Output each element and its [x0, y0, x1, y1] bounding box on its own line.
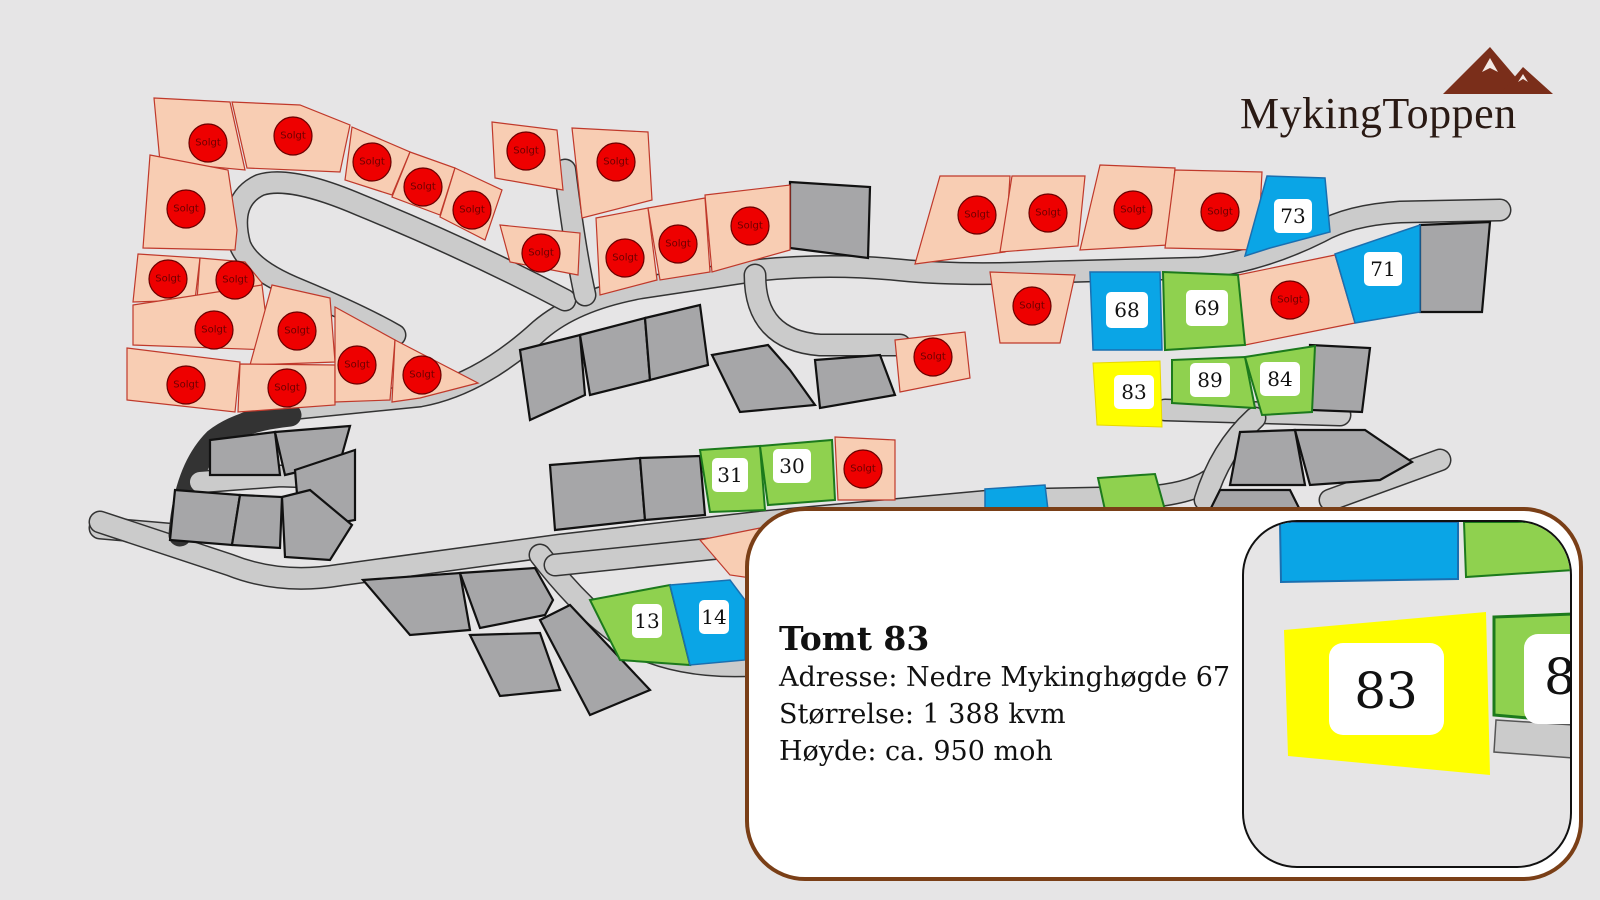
- svg-text:Solgt: Solgt: [850, 464, 876, 475]
- sold-marker: Solgt: [148, 259, 188, 299]
- svg-text:Solgt: Solgt: [1035, 208, 1061, 219]
- svg-text:Solgt: Solgt: [222, 275, 248, 286]
- sold-marker: Solgt: [352, 142, 392, 182]
- svg-text:Solgt: Solgt: [737, 221, 763, 232]
- svg-text:Solgt: Solgt: [612, 253, 638, 264]
- sold-marker: Solgt: [188, 123, 228, 163]
- sold-markers: Solgt Solgt Solgt Solgt Solgt Solgt Solg…: [148, 116, 1310, 489]
- plot-zoom-inset: 83 8: [1242, 520, 1572, 868]
- svg-text:68: 68: [1114, 298, 1139, 322]
- sold-marker: Solgt: [166, 189, 206, 229]
- svg-text:84: 84: [1267, 367, 1292, 391]
- plot-elevation: Høyde: ca. 950 moh: [779, 736, 1053, 767]
- svg-text:89: 89: [1197, 368, 1222, 392]
- svg-text:Solgt: Solgt: [459, 205, 485, 216]
- svg-text:Solgt: Solgt: [359, 157, 385, 168]
- plot-69[interactable]: 69: [1186, 290, 1228, 326]
- svg-text:Solgt: Solgt: [195, 138, 221, 149]
- svg-text:Solgt: Solgt: [528, 248, 554, 259]
- plot-title: Tomt 83: [779, 619, 930, 658]
- sold-marker: Solgt: [452, 190, 492, 230]
- sold-marker: Solgt: [658, 224, 698, 264]
- sold-marker: Solgt: [730, 206, 770, 246]
- sold-marker: Solgt: [957, 195, 997, 235]
- plot-84[interactable]: 84: [1260, 362, 1300, 396]
- svg-text:Solgt: Solgt: [155, 274, 181, 285]
- plot-83[interactable]: 83: [1114, 375, 1154, 409]
- sold-marker: Solgt: [1028, 193, 1068, 233]
- svg-text:14: 14: [701, 605, 726, 629]
- sold-marker: Solgt: [596, 142, 636, 182]
- plot-info-text: Tomt 83 Adresse: Nedre Mykinghøgde 67 St…: [779, 619, 1230, 770]
- sold-marker: Solgt: [402, 355, 442, 395]
- svg-text:Solgt: Solgt: [665, 239, 691, 250]
- plot-size: Størrelse: 1 388 kvm: [779, 699, 1066, 730]
- plot-address: Adresse: Nedre Mykinghøgde 67: [779, 662, 1231, 693]
- plot-13[interactable]: 13: [632, 604, 662, 638]
- plot-71[interactable]: 71: [1364, 252, 1402, 286]
- sold-marker: Solgt: [337, 345, 377, 385]
- sold-marker: Solgt: [843, 449, 883, 489]
- sold-marker: Solgt: [521, 233, 561, 273]
- sold-marker: Solgt: [1270, 280, 1310, 320]
- svg-text:Solgt: Solgt: [274, 383, 300, 394]
- plot-labels: 73 71 68 69 83 89 84 31 30 13 14: [632, 199, 1402, 638]
- svg-text:30: 30: [779, 454, 804, 478]
- svg-text:Solgt: Solgt: [344, 360, 370, 371]
- sold-marker: Solgt: [215, 260, 255, 300]
- svg-text:Solgt: Solgt: [920, 352, 946, 363]
- sold-marker: Solgt: [403, 167, 443, 207]
- sold-marker: Solgt: [605, 238, 645, 278]
- sold-marker: Solgt: [1200, 192, 1240, 232]
- svg-text:73: 73: [1280, 204, 1305, 228]
- unavailable-plots: [168, 180, 1492, 717]
- sold-marker: Solgt: [194, 310, 234, 350]
- plot-30[interactable]: 30: [773, 449, 811, 483]
- sold-marker: Solgt: [166, 365, 206, 405]
- mountain-peaks-icon: [1443, 47, 1553, 94]
- plot-14[interactable]: 14: [699, 600, 729, 634]
- svg-text:Solgt: Solgt: [1207, 207, 1233, 218]
- svg-text:13: 13: [634, 609, 659, 633]
- svg-text:71: 71: [1370, 257, 1395, 281]
- svg-text:Solgt: Solgt: [1277, 295, 1303, 306]
- svg-text:Solgt: Solgt: [280, 131, 306, 142]
- svg-text:83: 83: [1121, 380, 1146, 404]
- inset-map: 83 8: [1278, 522, 1572, 775]
- svg-text:Solgt: Solgt: [201, 325, 227, 336]
- plot-89[interactable]: 89: [1190, 363, 1230, 397]
- svg-text:Solgt: Solgt: [410, 182, 436, 193]
- sold-marker: Solgt: [913, 337, 953, 377]
- sold-marker: Solgt: [277, 311, 317, 351]
- sold-marker: Solgt: [267, 368, 307, 408]
- svg-text:Solgt: Solgt: [964, 210, 990, 221]
- inset-plot-number: 83: [1354, 662, 1418, 720]
- svg-text:69: 69: [1194, 296, 1219, 320]
- svg-text:Solgt: Solgt: [513, 146, 539, 157]
- plot-31[interactable]: 31: [712, 458, 748, 492]
- svg-text:Solgt: Solgt: [284, 326, 310, 337]
- svg-text:Solgt: Solgt: [603, 157, 629, 168]
- sold-marker: Solgt: [1012, 286, 1052, 326]
- svg-text:Solgt: Solgt: [1120, 205, 1146, 216]
- svg-text:31: 31: [717, 463, 742, 487]
- svg-text:Solgt: Solgt: [173, 380, 199, 391]
- sold-marker: Solgt: [1113, 190, 1153, 230]
- plot-73[interactable]: 73: [1274, 199, 1312, 233]
- svg-text:Solgt: Solgt: [173, 204, 199, 215]
- sold-marker: Solgt: [506, 131, 546, 171]
- plot-68[interactable]: 68: [1106, 292, 1148, 328]
- plot-info-card: Tomt 83 Adresse: Nedre Mykinghøgde 67 St…: [745, 507, 1583, 881]
- brand-logo-text: MykingToppen: [1240, 89, 1517, 138]
- sold-marker: Solgt: [273, 116, 313, 156]
- inset-neighbor-label: 8: [1544, 648, 1572, 706]
- svg-text:Solgt: Solgt: [409, 370, 435, 381]
- svg-text:Solgt: Solgt: [1019, 301, 1045, 312]
